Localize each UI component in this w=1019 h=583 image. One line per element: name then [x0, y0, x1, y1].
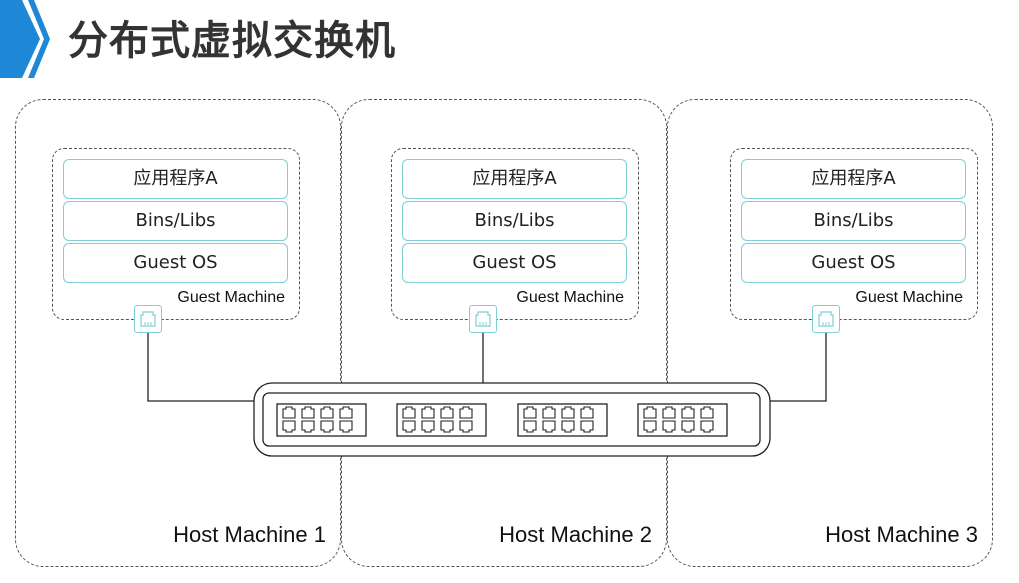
layer-guest-os: Guest OS — [402, 243, 627, 283]
switch-port — [421, 420, 435, 433]
guest-machine-label: Guest Machine — [855, 289, 963, 306]
guest-machine: 应用程序A Bins/Libs Guest OS Guest Machine — [52, 148, 300, 320]
switch-port — [700, 406, 714, 419]
switch-port — [339, 406, 353, 419]
switch-port — [339, 420, 353, 433]
layer-application: 应用程序A — [63, 159, 288, 199]
switch-port — [402, 406, 416, 419]
switch-port — [643, 406, 657, 419]
switch-port — [459, 420, 473, 433]
chevron-right-icon — [0, 0, 50, 78]
connection-lines — [147, 333, 827, 402]
host-machine-label: Host Machine 1 — [173, 522, 326, 547]
switch-port — [421, 406, 435, 419]
switch-port — [282, 420, 296, 433]
host-machine-label: Host Machine 2 — [499, 522, 652, 547]
switch-port — [542, 406, 556, 419]
guest-machine: 应用程序A Bins/Libs Guest OS Guest Machine — [730, 148, 978, 320]
layer-guest-os: Guest OS — [63, 243, 288, 283]
port-groups — [276, 403, 728, 437]
switch-port — [643, 420, 657, 433]
layer-application: 应用程序A — [741, 159, 966, 199]
host-machine-3: 应用程序A Bins/Libs Guest OS Guest Machine H… — [667, 99, 993, 567]
switch-port — [459, 406, 473, 419]
network-port-icon — [812, 305, 840, 333]
layer-bins-libs: Bins/Libs — [63, 201, 288, 241]
switch-port — [580, 406, 594, 419]
switch-port — [561, 406, 575, 419]
switch-port-group — [396, 403, 487, 437]
switch-port — [580, 420, 594, 433]
network-port-icon — [469, 305, 497, 333]
layer-application: 应用程序A — [402, 159, 627, 199]
switch-port — [681, 406, 695, 419]
switch-port — [301, 420, 315, 433]
guest-machine: 应用程序A Bins/Libs Guest OS Guest Machine — [391, 148, 639, 320]
switch-port — [402, 420, 416, 433]
switch-port — [561, 420, 575, 433]
switch-port — [282, 406, 296, 419]
layer-bins-libs: Bins/Libs — [741, 201, 966, 241]
guest-machine-label: Guest Machine — [177, 289, 285, 306]
switch-port — [440, 420, 454, 433]
switch-port — [320, 420, 334, 433]
switch-port — [542, 420, 556, 433]
switch-port — [662, 406, 676, 419]
switch-port — [523, 420, 537, 433]
switch-port-group — [517, 403, 608, 437]
switch-port — [440, 406, 454, 419]
switch-port — [523, 406, 537, 419]
switch-icon — [253, 382, 771, 457]
layer-guest-os: Guest OS — [741, 243, 966, 283]
switch-port — [700, 420, 714, 433]
host-machine-2: 应用程序A Bins/Libs Guest OS Guest Machine H… — [341, 99, 667, 567]
switch-port-group — [637, 403, 728, 437]
layer-bins-libs: Bins/Libs — [402, 201, 627, 241]
switch-port — [301, 406, 315, 419]
host-machine-label: Host Machine 3 — [825, 522, 978, 547]
switch-port — [320, 406, 334, 419]
guest-machine-label: Guest Machine — [516, 289, 624, 306]
switch-port-group — [276, 403, 367, 437]
switch-port — [662, 420, 676, 433]
host-machine-1: 应用程序A Bins/Libs Guest OS Guest Machine H… — [15, 99, 341, 567]
page-title: 分布式虚拟交换机 — [68, 18, 396, 64]
switch-port — [681, 420, 695, 433]
network-port-icon — [134, 305, 162, 333]
